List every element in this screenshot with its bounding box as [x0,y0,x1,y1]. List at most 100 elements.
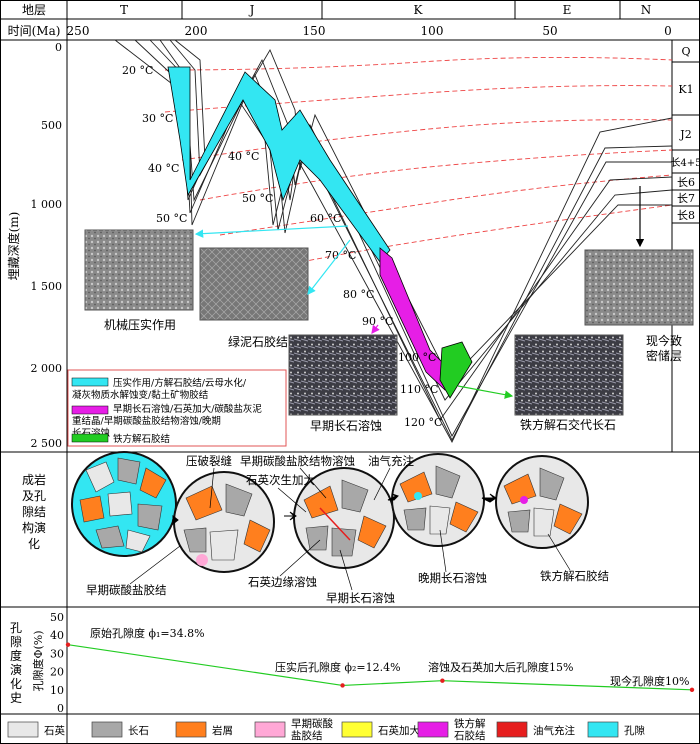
porosity-point [65,642,71,647]
legend-label: 石英 [44,724,65,737]
temp-label: 60 °C [310,212,341,225]
period-T: T [120,3,128,17]
circle-stage-1 [71,451,177,557]
arrow-to-feldspar [371,324,380,334]
time-tick: 50 [542,24,557,38]
legend-ferrocalcite: 铁方解石胶结 [113,433,170,445]
porosity-point [689,687,695,692]
porosity-tick: 0 [57,702,64,715]
label-ferrocalcite-cement: 铁方解石胶结 [540,569,609,583]
temp-label: 120 °C [404,416,442,429]
time-tick: 0 [664,24,672,38]
layer-chang6: 长6 [677,176,695,189]
porosity-axis-label: 孔隙度Φ(%) [31,630,45,691]
evolution-label-5: 化 [28,537,40,551]
caption-early-feldspar: 早期长石溶蚀 [310,418,382,433]
legend-label: 孔隙 [624,724,645,737]
burial-depth-axis-label: 埋藏深度(m) [6,212,21,281]
legend-swatch [417,721,449,738]
time-ticks: 250 200 150 100 50 0 [67,24,672,38]
circle-stage-3 [293,467,395,569]
legend-label: 岩屑 [212,724,233,737]
circle-stage-5 [495,455,589,549]
porosity-line [67,644,693,691]
legend-swatch-green [71,433,109,443]
porosity-section-label-6: 史 [10,691,22,705]
legend-swatch [496,721,528,738]
evolution-label-1: 成岩 [22,472,46,487]
legend-label: 油气充注 [533,724,575,737]
period-J: J [248,3,255,17]
compaction-band [167,66,391,263]
porosity-section-label-2: 隙 [10,635,22,649]
legend-compaction-2: 凝灰物质水解蚀变/黏土矿物胶结 [72,389,208,401]
legend-swatch [341,721,373,738]
legend-swatch [254,721,286,738]
temperature-labels: 20 °C 30 °C 40 °C 50 °C 40 °C 50 °C 60 °… [122,64,442,429]
annotation-dissolution-porosity: 溶蚀及石英加大后孔隙度15% [428,660,573,674]
period-N: N [641,3,652,17]
strata-column: Q K1 J2 长4+5 长6 长7 长8 [670,45,700,224]
layer-chang4-5: 长4+5 [670,157,700,169]
layer-K1: K1 [678,83,693,96]
evolution-labels: 压破裂缝 早期碳酸盐胶结物溶蚀 油气充注 石英次生加大 早期碳酸盐胶结 石英边缘… [86,454,609,605]
photo-ferrocalcite [514,334,624,416]
label-early-feldspar: 早期长石溶蚀 [326,591,395,605]
stratum-label: 地层 [22,3,46,17]
legend-label: 铁方解石胶结 [454,717,486,742]
porosity-section-label-4: 演 [10,662,22,677]
arrow-to-ferrocalcite [457,385,514,399]
time-tick: 100 [421,24,444,38]
label-early-carbonate: 早期碳酸盐胶结 [86,583,167,597]
annotation-original-porosity: 原始孔隙度 ϕ₁=34.8% [90,626,205,640]
legend-label: 早期碳酸盐胶结 [291,717,333,742]
legend-label: 长石 [128,725,149,737]
annotation-present-porosity: 现今孔隙度10% [610,674,689,688]
arrow-to-mechanical [194,225,349,238]
temp-label: 80 °C [343,288,374,301]
porosity-point [440,678,445,683]
legend-compaction-1: 压实作用/方解石胶结/云母水化/ [113,377,247,389]
period-E: E [563,3,572,17]
temp-label: 70 °C [325,249,356,262]
caption-present-reservoir-2: 密储层 [646,348,682,363]
time-tick: 200 [185,24,208,38]
circle-arrows [172,493,497,526]
porosity-plot [65,642,695,692]
porosity-tick: 40 [50,629,64,642]
temp-label: 50 °C [242,192,273,205]
thin-section-circles [71,451,589,573]
legend-dissolution-2: 重结晶/早期碳酸盐胶结物溶蚀/晚期 [72,415,221,427]
caption-ferrocalcite: 铁方解石交代长石 [520,417,616,432]
caption-mechanical-compaction: 机械压实作用 [104,317,176,332]
caption-present-reservoir-1: 现今致 [646,333,682,348]
label-quartz-edge: 石英边缘溶蚀 [248,575,317,589]
legend-swatch [175,721,207,738]
evolution-leader-lines [129,467,571,591]
legend-swatch [7,721,39,738]
depth-tick: 2 500 [31,437,63,450]
legend-swatch-cyan [71,377,109,387]
depth-tick: 500 [41,119,62,132]
period-K: K [414,3,424,17]
depth-tick: 0 [55,41,62,54]
circle-stage-4 [391,453,485,547]
period-row: T J K E N [120,0,651,19]
time-tick: 150 [303,24,326,38]
photo-present-reservoir [584,249,694,326]
label-carb-dissolution: 早期碳酸盐胶结物溶蚀 [240,454,355,468]
caption-chlorite: 绿泥石胶结 [228,334,288,349]
temp-label: 50 °C [156,212,187,225]
porosity-tick: 30 [50,647,64,660]
legend-swatch [587,721,619,738]
temp-label: 90 °C [362,315,393,328]
annotation-compaction-porosity: 压实后孔隙度 ϕ₂=12.4% [275,660,401,674]
porosity-section-label-5: 化 [10,677,22,691]
circle-stage-2 [173,471,275,573]
porosity-point [340,683,345,688]
layer-chang8: 长8 [677,209,695,222]
mineral-legend: 石英长石岩屑早期碳酸盐胶结石英加大铁方解石胶结油气充注孔隙 [7,717,645,742]
porosity-tick: 10 [50,684,64,697]
evolution-label-2: 及孔 [22,489,46,503]
